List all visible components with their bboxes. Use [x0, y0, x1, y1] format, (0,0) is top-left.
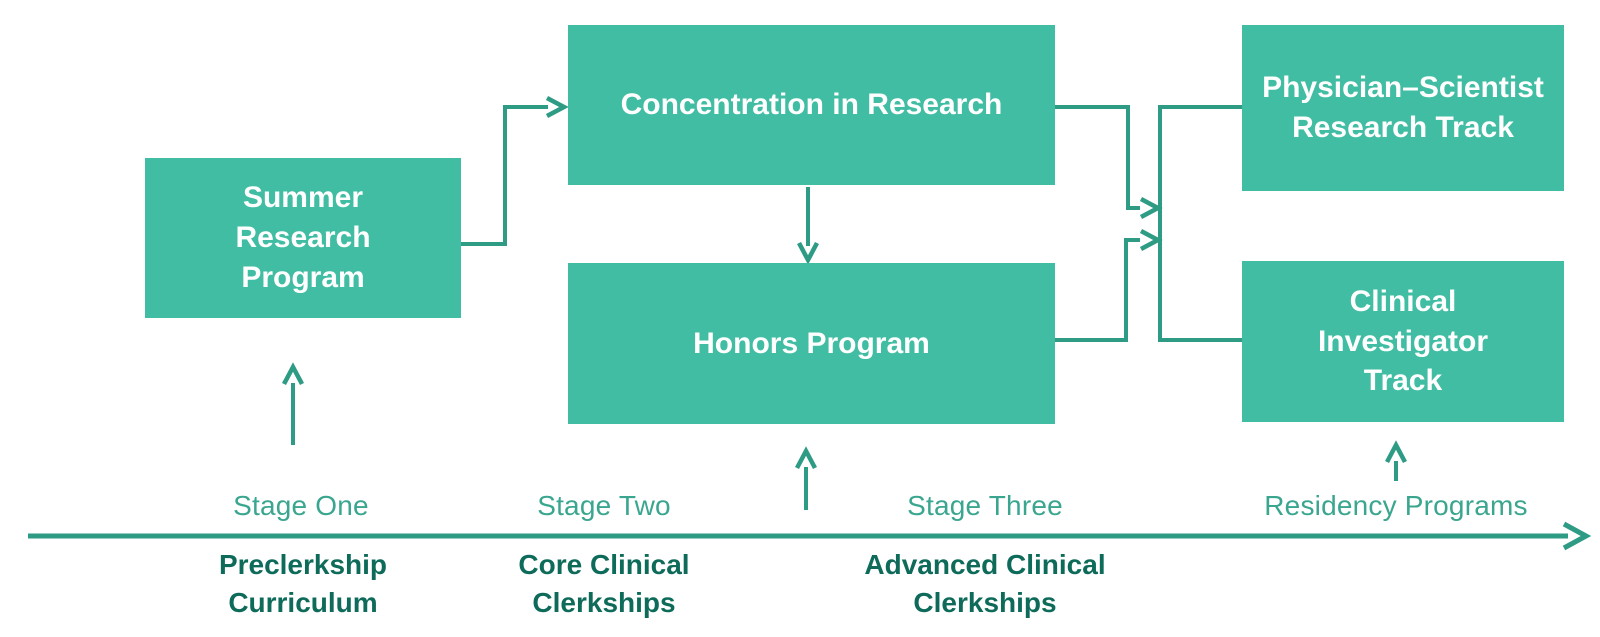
node-clinical-investigator-track: Clinical Investigator Track: [1242, 261, 1564, 422]
timeline-stage-three-label: Stage Three: [907, 490, 1063, 521]
timeline-stage-one-label: Stage One: [233, 490, 369, 521]
edge-concentration-to-junction: [1055, 105, 1163, 219]
edge-summer-to-concentration: [461, 96, 569, 246]
timeline-core-clinical-clerkships-label: Core Clinical Clerkships: [518, 549, 690, 618]
arrow-up-to-summer: [282, 362, 304, 445]
node-concentration-in-research: Concentration in Research: [568, 25, 1055, 185]
node-honors-program: Honors Program: [568, 263, 1055, 424]
arrow-up-to-honors: [795, 446, 817, 510]
node-physician-scientist-research-track: Physician–Scientist Research Track: [1242, 25, 1564, 191]
timeline-residency-programs-label: Residency Programs: [1264, 490, 1528, 521]
edge-honors-to-junction: [1055, 229, 1163, 342]
timeline-axis: [28, 521, 1592, 551]
edge-concentration-to-honors: [797, 187, 819, 265]
arrow-up-to-clinical: [1385, 440, 1407, 481]
timeline-preclerkship-curriculum-label: Preclerkship Curriculum: [218, 549, 388, 618]
timeline-advanced-clinical-clerkships-label: Advanced Clinical Clerkships: [864, 549, 1106, 618]
timeline-stage-two-label: Stage Two: [537, 490, 671, 521]
edge-junction-to-tracks: [1158, 105, 1242, 342]
node-summer-research-program: Summer Research Program: [145, 158, 461, 318]
